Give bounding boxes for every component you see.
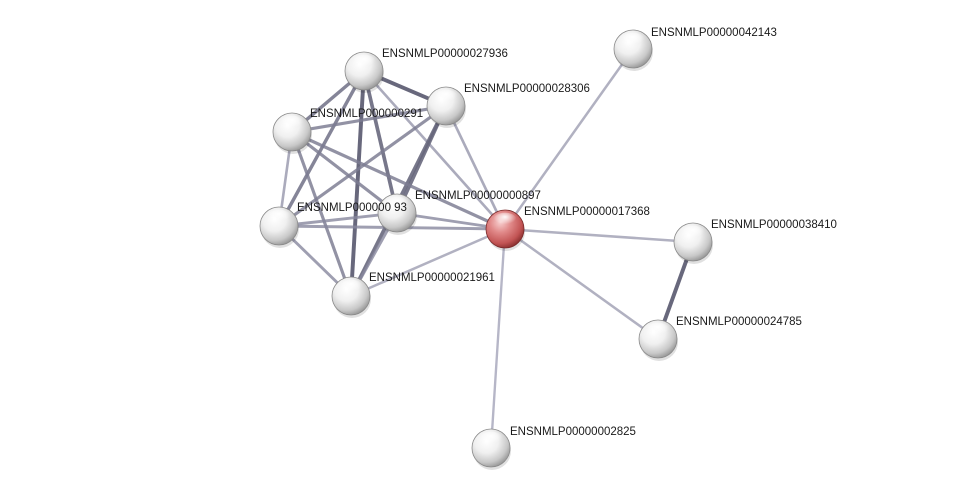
node-highlight xyxy=(621,32,645,48)
node-highlight xyxy=(267,209,291,225)
edge-n29x-n17368 xyxy=(290,130,507,231)
label-n38410: ENSNMLP00000038410 xyxy=(711,219,837,231)
node-layer xyxy=(259,29,713,470)
edge-n17368-n42143 xyxy=(503,47,635,231)
node-n21961[interactable] xyxy=(331,276,371,318)
label-n42143: ENSNMLP00000042143 xyxy=(651,27,777,39)
label-n093: ENSNMLP000000 93 xyxy=(297,202,407,214)
node-n093[interactable] xyxy=(259,206,299,248)
edge-n28306-n17368 xyxy=(444,104,507,231)
label-n17368: ENSNMLP00000017368 xyxy=(524,206,650,218)
label-n897: ENSNMLP00000000897 xyxy=(415,190,541,202)
node-highlight xyxy=(385,196,409,212)
node-n38410[interactable] xyxy=(673,222,713,264)
node-n28306[interactable] xyxy=(426,86,466,128)
label-n27936: ENSNMLP00000027936 xyxy=(382,48,508,60)
edge-n21961-n17368 xyxy=(349,227,507,298)
edge-n29x-n897 xyxy=(290,130,399,215)
edge-n27936-n093 xyxy=(277,69,366,228)
label-n24785: ENSNMLP00000024785 xyxy=(676,316,802,328)
edge-n17368-n38410 xyxy=(503,227,695,244)
node-n2825[interactable] xyxy=(471,428,511,470)
node-n27936[interactable] xyxy=(344,51,384,93)
node-highlight xyxy=(646,322,670,338)
node-highlight xyxy=(681,225,705,241)
edge-n28306-n29x xyxy=(290,104,448,134)
node-n42143[interactable] xyxy=(613,29,653,71)
node-highlight xyxy=(479,431,503,447)
edge-n28306-n093 xyxy=(277,104,448,228)
label-n2825: ENSNMLP00000002825 xyxy=(510,426,636,438)
node-highlight xyxy=(493,212,517,228)
node-n29x[interactable] xyxy=(272,112,312,154)
edge-n17368-n2825 xyxy=(489,227,507,450)
node-highlight xyxy=(352,54,376,70)
node-highlight xyxy=(339,279,363,295)
edge-n27936-n17368 xyxy=(362,69,507,231)
edge-n29x-n21961 xyxy=(290,130,353,298)
edge-n17368-n24785 xyxy=(503,227,660,341)
edge-n27936-n897 xyxy=(362,69,399,215)
label-n29x: ENSNMLP000000291 xyxy=(310,108,423,120)
label-layer: ENSNMLP00000027936ENSNMLP00000028306ENSN… xyxy=(297,27,837,438)
node-highlight xyxy=(434,89,458,105)
node-n897[interactable] xyxy=(377,193,417,235)
edge-n093-n897 xyxy=(277,211,399,228)
label-n28306: ENSNMLP00000028306 xyxy=(464,83,590,95)
label-n21961: ENSNMLP00000021961 xyxy=(369,272,495,284)
node-n17368[interactable] xyxy=(485,209,525,251)
node-highlight xyxy=(280,115,304,131)
node-n24785[interactable] xyxy=(638,319,678,361)
